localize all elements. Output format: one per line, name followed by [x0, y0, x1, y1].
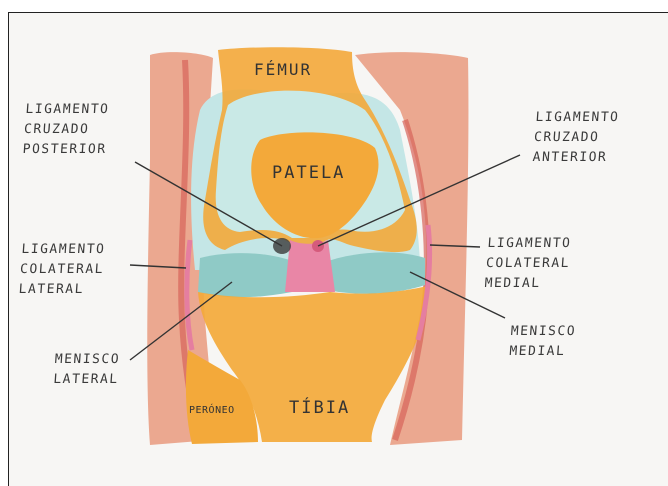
label-menisco-lateral: MENISCO LATERAL	[53, 350, 121, 390]
label-ligamento-colateral-lateral: LIGAMENTO COLATERAL LATERAL	[18, 240, 106, 300]
label-femur: FÉMUR	[254, 60, 312, 79]
label-ligamento-colateral-medial: LIGAMENTO COLATERAL MEDIAL	[484, 234, 572, 294]
label-ligamento-cruzado-anterior: LIGAMENTO CRUZADO ANTERIOR	[532, 108, 620, 168]
label-patela: PATELA	[272, 163, 345, 183]
cruciate-ligaments	[285, 240, 335, 292]
label-peroneo: PERÓNEO	[189, 405, 235, 416]
lateral-meniscus	[198, 253, 295, 297]
label-ligamento-cruzado-posterior: LIGAMENTO CRUZADO POSTERIOR	[22, 100, 110, 160]
medial-meniscus	[325, 252, 425, 293]
label-menisco-medial: MENISCO MEDIAL	[509, 322, 577, 362]
label-tibia: TÍBIA	[289, 398, 350, 418]
